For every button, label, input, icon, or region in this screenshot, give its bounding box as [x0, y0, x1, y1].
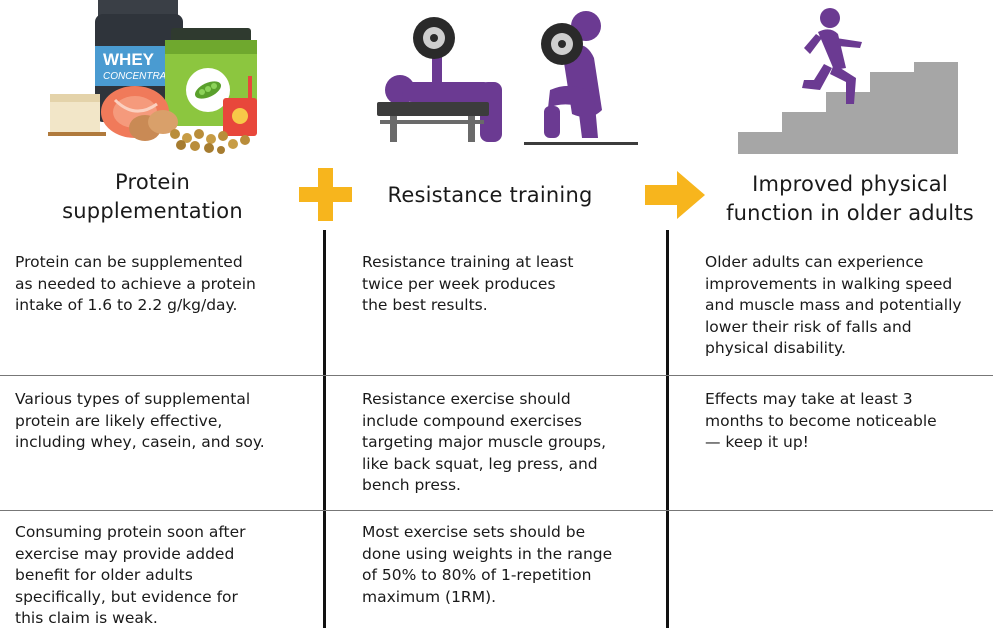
protein-cell-2: Various types of supplemental protein ar…	[15, 390, 265, 452]
protein-supplements-icon: WHEY CONCENTRA	[45, 0, 260, 160]
column-title-resistance: Resistance training	[387, 183, 593, 207]
resistance-cell-2: Resistance exercise should include compo…	[362, 390, 607, 495]
outcome-cell-1: Older adults can experience improvements…	[705, 253, 962, 358]
column-divider-2	[666, 230, 669, 628]
arrow-right-icon	[645, 171, 705, 219]
outcome-cell-2: Effects may take at least 3 months to be…	[705, 390, 937, 452]
protein-cell-1: Protein can be supplemented as needed to…	[15, 253, 256, 315]
whey-label: WHEY	[103, 50, 155, 69]
resistance-cell-3: Most exercise sets should be done using …	[362, 523, 613, 606]
stair-climbing-icon	[738, 8, 963, 154]
row-divider-2	[0, 510, 993, 511]
column-divider-1	[323, 230, 326, 628]
protein-cell-3: Consuming protein soon after exercise ma…	[15, 523, 246, 628]
row-divider-1	[0, 375, 993, 376]
whey-sub-label: CONCENTRA	[103, 71, 167, 82]
weightlifting-icon	[372, 10, 642, 150]
column-title-protein: Protein supplementation	[62, 170, 243, 223]
resistance-cell-1: Resistance training at least twice per w…	[362, 253, 574, 315]
column-title-outcome: Improved physical function in older adul…	[726, 172, 974, 225]
plus-icon	[299, 168, 352, 221]
